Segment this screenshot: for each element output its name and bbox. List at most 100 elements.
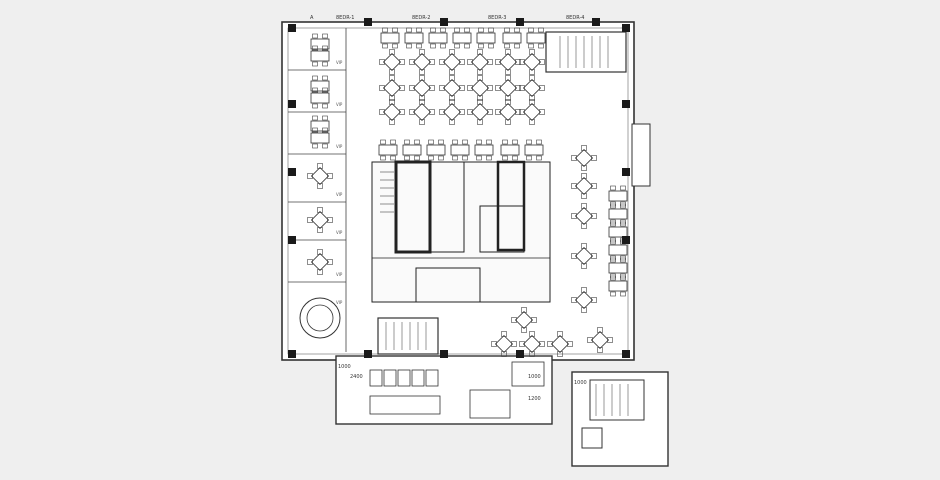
chair — [571, 297, 577, 303]
table-top — [494, 334, 514, 354]
chair — [591, 155, 597, 161]
chair — [462, 155, 468, 161]
table-top — [608, 226, 628, 238]
diamond-table — [379, 75, 405, 101]
table-top — [574, 176, 594, 196]
chair — [322, 33, 328, 39]
chair — [607, 337, 613, 343]
chair — [477, 119, 483, 125]
chair — [620, 185, 626, 191]
diamond-table — [571, 173, 597, 199]
table-top — [310, 120, 330, 132]
chair — [505, 75, 511, 81]
chair — [322, 61, 328, 67]
chair — [312, 75, 318, 81]
table-top — [608, 280, 628, 292]
chair — [379, 59, 385, 65]
diamond-table — [571, 287, 597, 313]
chair — [539, 109, 545, 115]
chair — [409, 59, 415, 65]
chair — [312, 103, 318, 109]
chair — [406, 43, 412, 49]
table-top — [590, 330, 610, 350]
diamond-table — [519, 331, 545, 357]
chair — [529, 99, 535, 105]
chair — [547, 341, 553, 347]
chair — [529, 351, 535, 357]
diamond-table — [495, 49, 521, 75]
diamond-table — [307, 207, 333, 233]
chair — [539, 341, 545, 347]
table-top — [524, 144, 544, 156]
chair — [610, 221, 616, 227]
table-top — [310, 38, 330, 50]
chair — [495, 85, 501, 91]
chair — [382, 43, 388, 49]
dining-tables — [307, 27, 628, 357]
column — [622, 168, 630, 176]
chair — [439, 109, 445, 115]
chair — [392, 43, 398, 49]
rect-table — [608, 275, 628, 297]
chair — [404, 139, 410, 145]
chair — [449, 119, 455, 125]
chair — [317, 249, 323, 255]
chair — [327, 217, 333, 223]
column — [288, 350, 296, 358]
chair — [389, 49, 395, 55]
chair — [526, 139, 532, 145]
diamond-table — [571, 145, 597, 171]
chair — [620, 291, 626, 297]
chair — [557, 351, 563, 357]
chair — [536, 155, 542, 161]
chair — [428, 139, 434, 145]
chair — [567, 341, 573, 347]
chair — [477, 75, 483, 81]
chair — [487, 85, 493, 91]
diamond-table — [491, 331, 517, 357]
chair — [399, 109, 405, 115]
table-top — [574, 246, 594, 266]
chair — [581, 145, 587, 151]
stair-lower — [377, 317, 439, 355]
chair — [380, 139, 386, 145]
chair — [597, 347, 603, 353]
table-top — [310, 92, 330, 104]
room-tag: VIP — [336, 272, 343, 277]
diamond-table — [409, 49, 435, 75]
table-top — [412, 102, 432, 122]
rect-table — [476, 27, 496, 49]
chair — [571, 183, 577, 189]
chair — [610, 185, 616, 191]
column — [622, 236, 630, 244]
rect-table — [380, 27, 400, 49]
chair — [539, 59, 545, 65]
chair — [581, 203, 587, 209]
rect-table — [452, 27, 472, 49]
diamond-table — [571, 203, 597, 229]
chair — [467, 109, 473, 115]
stair-top-right — [545, 31, 627, 73]
chair — [440, 43, 446, 49]
column — [288, 24, 296, 32]
chair — [591, 297, 597, 303]
chair — [581, 223, 587, 229]
chair — [504, 43, 510, 49]
chair — [317, 207, 323, 213]
chair — [419, 95, 425, 101]
table-top — [522, 102, 542, 122]
chair — [581, 307, 587, 313]
annex-dim: 1000 — [574, 380, 587, 386]
chair — [610, 275, 616, 281]
chair — [519, 59, 525, 65]
table-top — [470, 102, 490, 122]
column — [516, 350, 524, 358]
table-top — [522, 334, 542, 354]
chair — [491, 341, 497, 347]
chair — [317, 183, 323, 189]
table-top — [608, 208, 628, 220]
chair — [505, 49, 511, 55]
chair — [591, 253, 597, 259]
chair — [467, 85, 473, 91]
